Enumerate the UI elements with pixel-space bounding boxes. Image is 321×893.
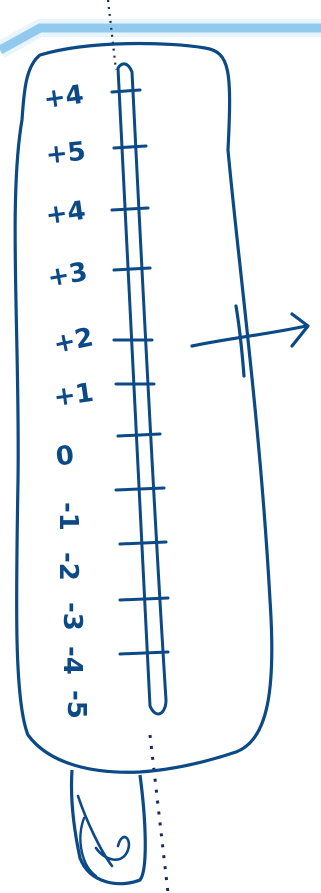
tick-3 (112, 208, 148, 210)
tick-label: +4 (44, 196, 88, 231)
tick-label: 0 (54, 441, 75, 473)
thermometer-bulb-loop (80, 818, 96, 876)
tick-7 (118, 434, 160, 436)
tick-label: +1 (52, 378, 96, 413)
tick-label: +5 (44, 137, 87, 171)
tick-4 (114, 268, 150, 270)
tick-1 (112, 90, 140, 92)
tick-label: +4 (42, 80, 86, 115)
tick-label: -1 (53, 502, 83, 531)
dotted-guide-line-lower (150, 735, 168, 893)
thermometer-bulb-scribble (78, 796, 129, 866)
tick-label: +3 (45, 257, 89, 293)
tick-10 (120, 598, 168, 600)
tick-label: -2 (53, 552, 83, 581)
dotted-guide-line (108, 0, 116, 70)
tick-label: -4 (57, 646, 87, 675)
tick-11 (120, 652, 168, 654)
tick-2 (114, 146, 146, 148)
tick-9 (120, 542, 166, 544)
tick-label: -5 (61, 690, 91, 719)
tick-labels: +4 +5 +4 +3 +2 +1 0 -1 -2 -3 -4 -5 (42, 80, 96, 719)
thermometer-tube (118, 64, 166, 714)
tick-label: +2 (51, 322, 96, 360)
tick-8 (116, 488, 164, 490)
tick-label: -3 (57, 602, 87, 631)
